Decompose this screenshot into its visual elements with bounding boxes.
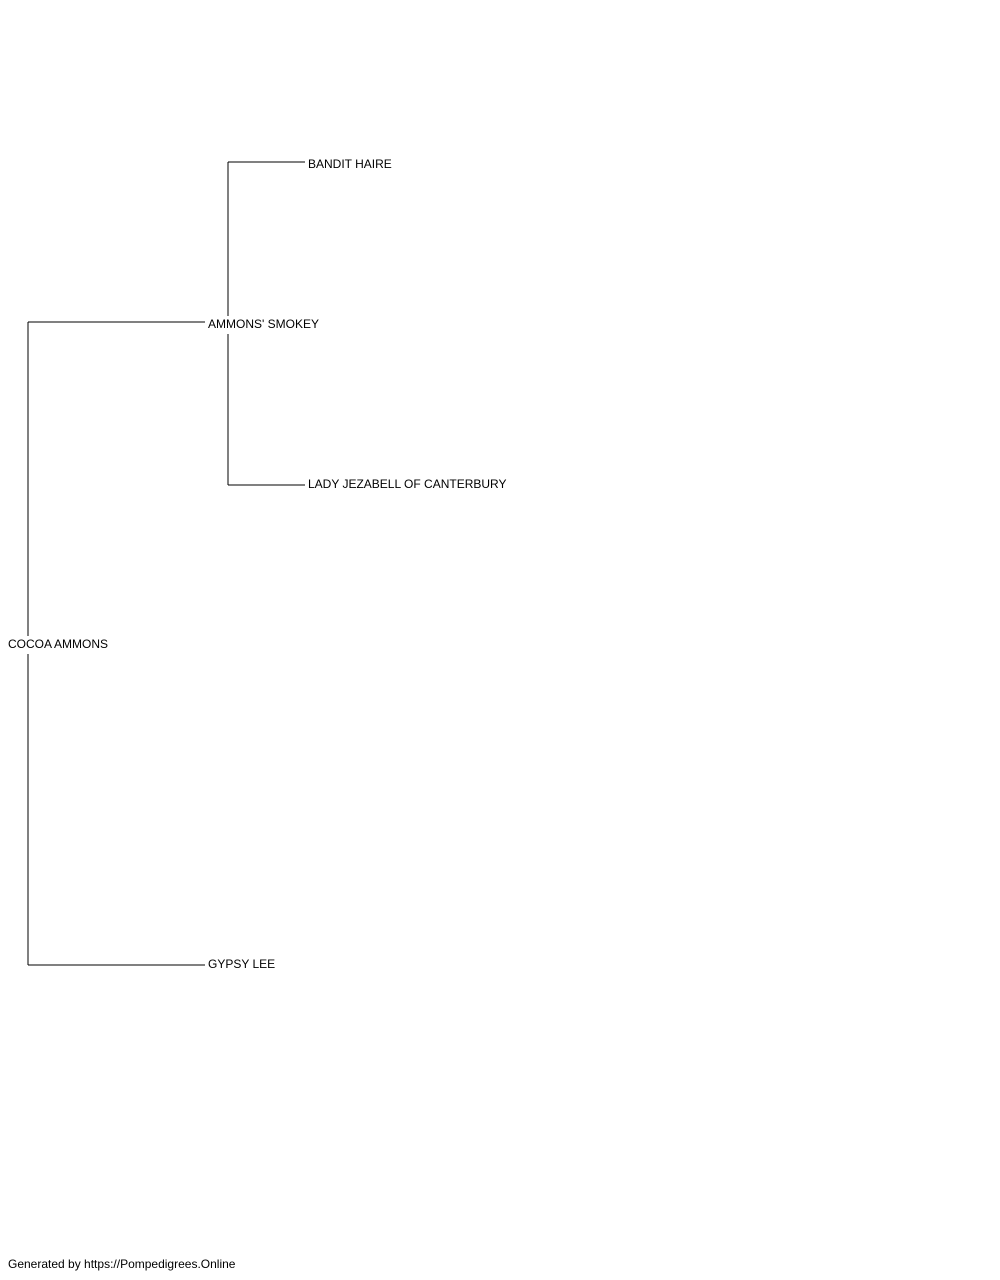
pedigree-node-dam: GYPSY LEE [208, 957, 276, 971]
pedigree-node-sire: AMMONS' SMOKEY [208, 317, 319, 331]
pedigree-node-subject: COCOA AMMONS [8, 637, 109, 651]
generated-by-footer: Generated by https://Pompedigrees.Online [8, 1257, 236, 1271]
pedigree-node-sire-dam: LADY JEZABELL OF CANTERBURY [308, 477, 507, 491]
pedigree-node-sire-sire: BANDIT HAIRE [308, 157, 392, 171]
